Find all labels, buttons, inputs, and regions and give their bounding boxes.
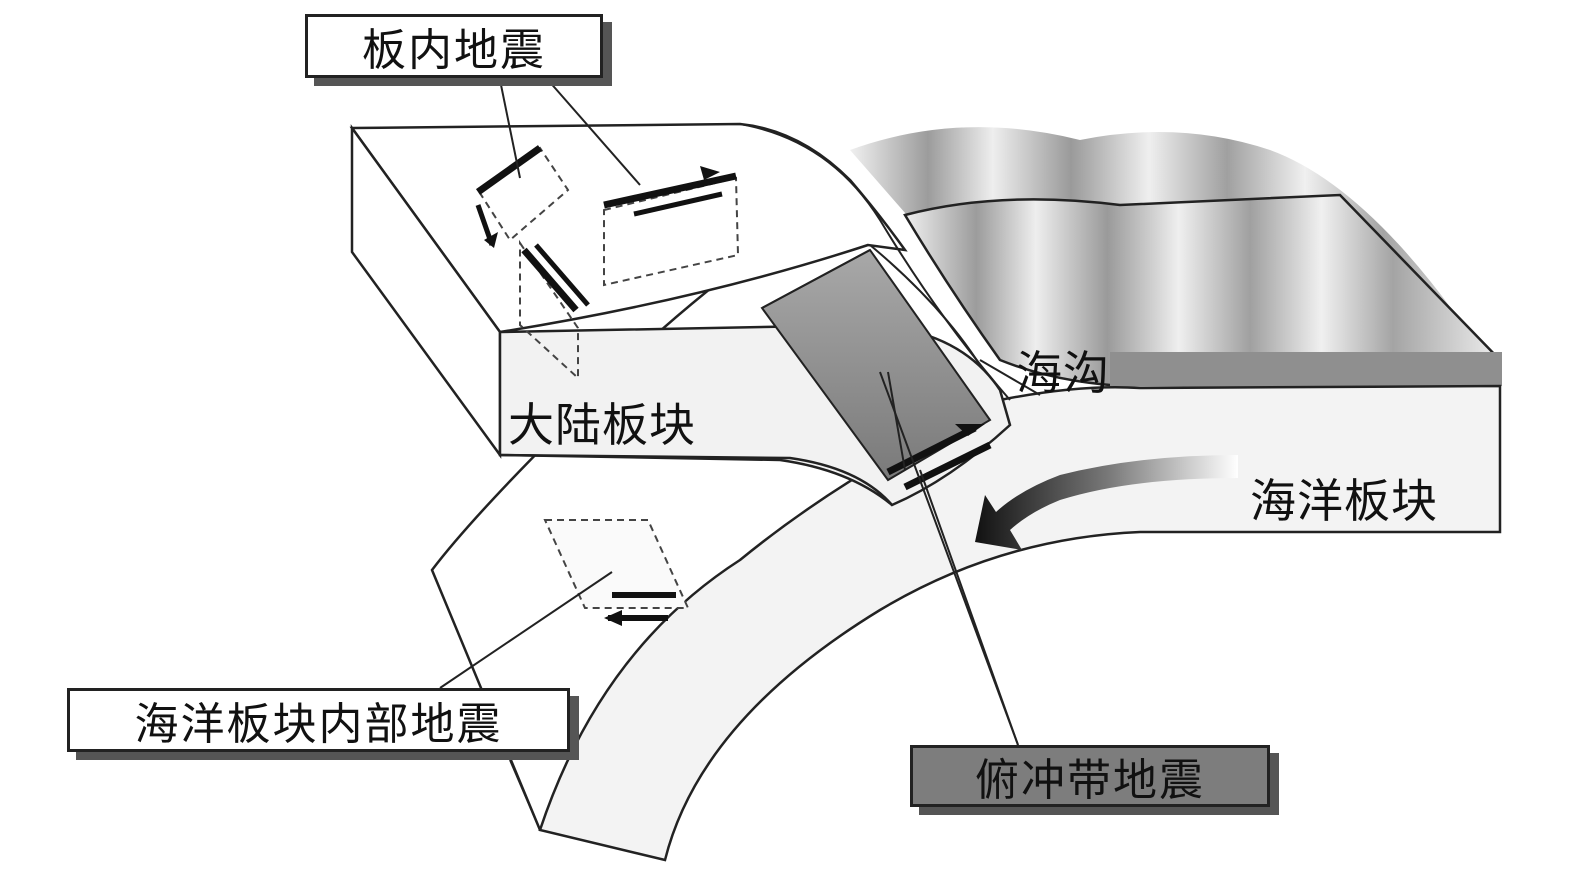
intraplate-faults [475, 145, 740, 381]
leader-lines [439, 79, 1041, 831]
trench-label: 海沟 [1016, 346, 1110, 400]
intraplate-earthquake-label: 板内地震 [305, 14, 603, 78]
oceanic-intraplate-earthquake-label: 海洋板块内部地震 [67, 688, 570, 752]
oceanic-intraplate-fault [543, 519, 690, 626]
oceanic-plate-label: 海洋板块 [1250, 474, 1438, 528]
plate-motion-arrow [975, 455, 1238, 550]
subduction-earthquake-label: 俯冲带地震 [910, 745, 1270, 807]
continental-plate-label: 大陆板块 [508, 398, 696, 452]
oceanic-plate-surface [850, 127, 1502, 387]
